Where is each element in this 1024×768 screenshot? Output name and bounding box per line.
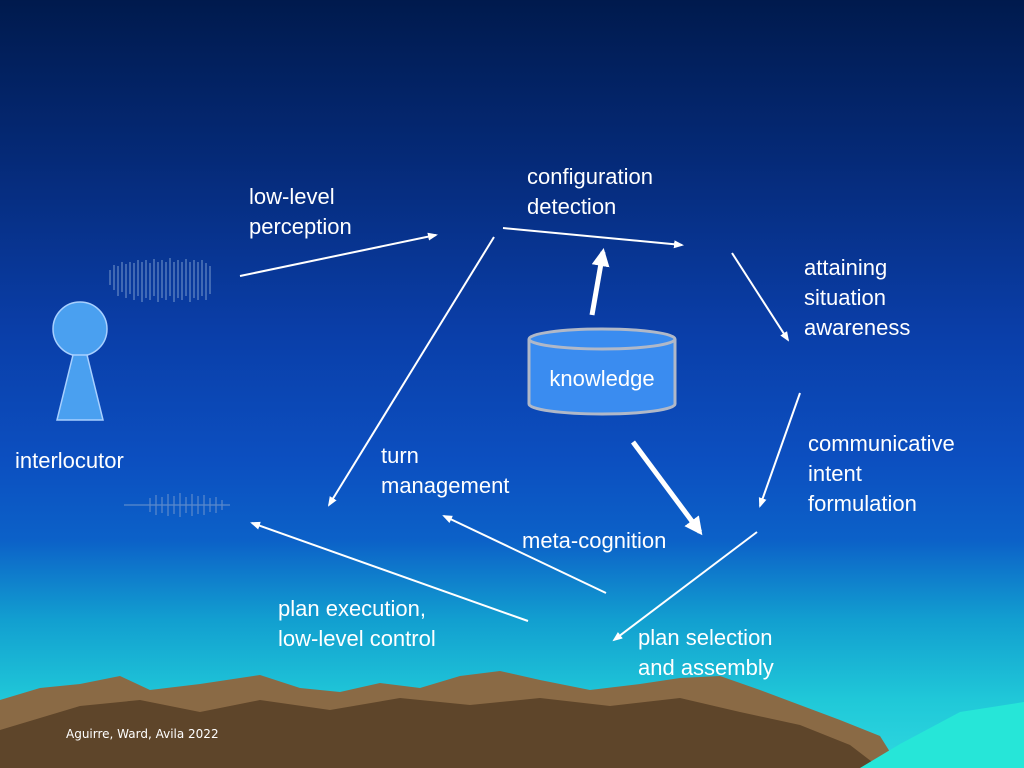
arrow-perception-to-configuration xyxy=(239,232,438,277)
outgoing-speech-waveform-icon xyxy=(124,493,230,517)
arrow-knowledge-to-meta-cognition xyxy=(630,440,703,536)
arrow-knowledge-to-configuration xyxy=(589,248,610,316)
plan-execution-label: plan execution, low-level control xyxy=(278,596,436,651)
arrow-intent-to-plan-selection xyxy=(758,392,801,508)
configuration-detection-label: configuration detection xyxy=(527,164,653,219)
knowledge-label: knowledge xyxy=(549,366,655,391)
arrow-execution-to-interlocutor xyxy=(250,521,529,622)
arrow-awareness-to-intent xyxy=(731,252,790,342)
arrow-configuration-to-turn xyxy=(327,236,495,507)
low-level-perception-label: low-level perception xyxy=(249,184,352,239)
turn-management-label: turn management xyxy=(381,443,510,498)
meta-cognition-label: meta-cognition xyxy=(522,528,667,553)
credit-footer: Aguirre, Ward, Avila 2022 xyxy=(66,727,219,741)
communicative-intent-formulation-label: communicative intent formulation xyxy=(808,431,955,516)
incoming-speech-waveform-icon xyxy=(109,258,211,302)
arrow-meta-to-turn xyxy=(442,515,607,594)
interlocutor-label: interlocutor xyxy=(15,448,124,473)
interlocutor-person-icon xyxy=(52,301,108,421)
knowledge-database-icon xyxy=(527,327,677,416)
attaining-situation-awareness-label: attaining situation awareness xyxy=(804,255,911,340)
plan-selection-label: plan selection and assembly xyxy=(638,625,774,680)
arrow-plan-selection-to-execution xyxy=(612,531,758,642)
arrow-configuration-to-awareness xyxy=(502,227,684,249)
